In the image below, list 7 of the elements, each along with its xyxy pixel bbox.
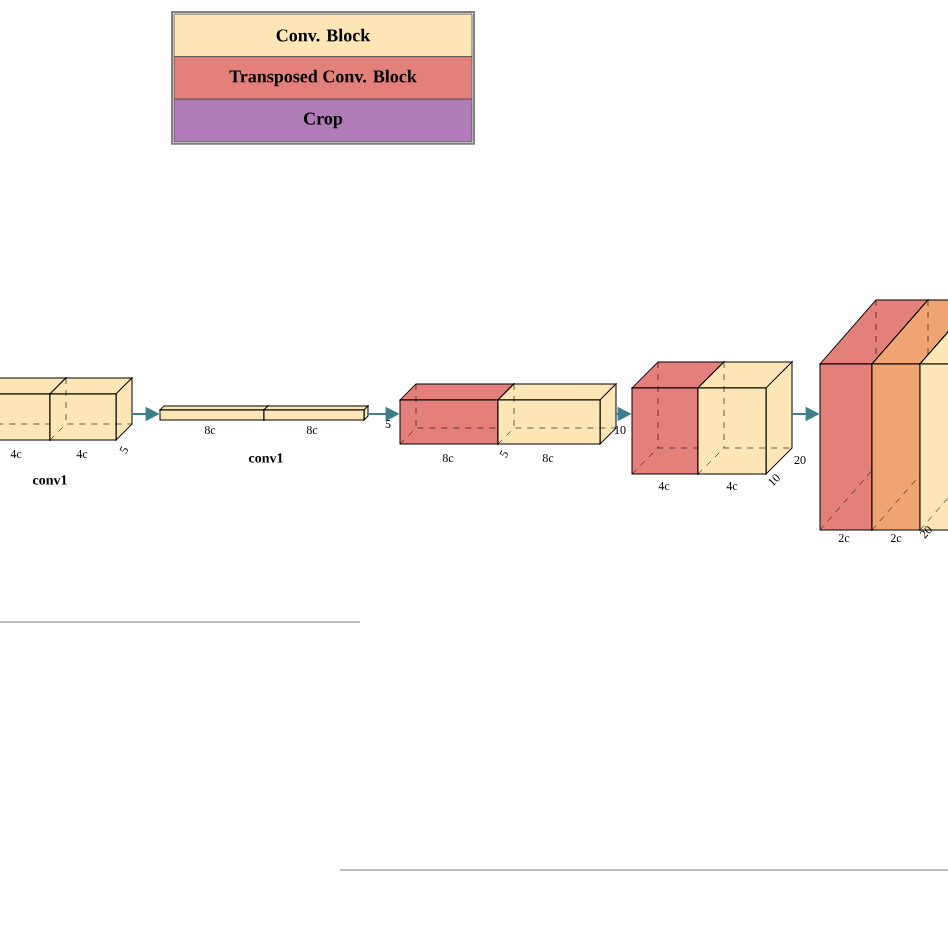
legend-text: Conv. Block	[276, 28, 371, 42]
conv-block-drawing	[399, 383, 617, 445]
conv-block-drawing	[631, 361, 793, 475]
legend-text: Crop	[304, 112, 343, 129]
legend-text: Transposed Conv. Block	[229, 69, 417, 87]
conv-bar-drawing	[159, 405, 369, 421]
conv-block-drawing	[0, 377, 133, 441]
